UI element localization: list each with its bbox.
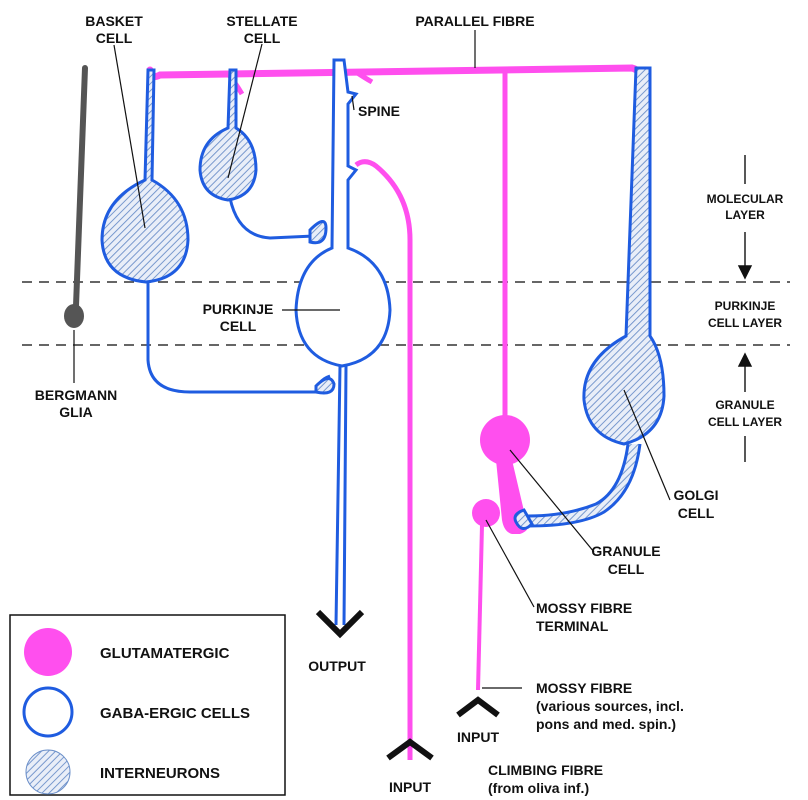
mossy-fibre-label-2: (various sources, incl.	[536, 698, 684, 714]
bergmann-glia-label-2: GLIA	[59, 404, 92, 420]
legend-glutamatergic-label: GLUTAMATERGIC	[100, 645, 230, 662]
purkinje-cell-label-2: CELL	[220, 318, 257, 334]
bergmann-glia-label-1: BERGMANN	[35, 387, 117, 403]
legend-interneurons-label: INTERNEURONS	[100, 765, 220, 782]
stellate-cell	[200, 70, 326, 243]
stellate-cell-label-1: STELLATE	[226, 13, 297, 29]
output-label: OUTPUT	[308, 658, 366, 674]
purkinje-cell	[296, 60, 390, 634]
granule-cell-label-2: CELL	[608, 561, 645, 577]
stellate-cell-label-2: CELL	[244, 30, 281, 46]
granule-layer-label-1: GRANULE	[715, 398, 774, 412]
climbing-input-label: INPUT	[389, 779, 431, 795]
legend-gaba-swatch	[24, 688, 72, 736]
legend-interneurons-swatch	[26, 750, 70, 794]
purkinje-cell-label-1: PURKINJE	[203, 301, 274, 317]
golgi-cell-label-2: CELL	[678, 505, 715, 521]
parallel-fibre	[150, 68, 640, 420]
mossy-terminal-label-1: MOSSY FIBRE	[536, 600, 632, 616]
golgi-cell	[515, 68, 664, 529]
climbing-fibre-label-2: (from oliva inf.)	[488, 780, 589, 796]
climbing-fibre	[356, 162, 432, 760]
granule-layer-label-2: CELL LAYER	[708, 415, 782, 429]
mossy-fibre-label-3: pons and med. spin.)	[536, 716, 676, 732]
basket-cell-label-2: CELL	[96, 30, 133, 46]
mossy-fibre-label-1: MOSSY FIBRE	[536, 680, 632, 696]
mossy-terminal-label-2: TERMINAL	[536, 618, 609, 634]
molecular-layer-label-2: LAYER	[725, 208, 765, 222]
granule-cell-label-1: GRANULE	[591, 543, 660, 559]
spine-label: SPINE	[358, 103, 400, 119]
climbing-fibre-label-1: CLIMBING FIBRE	[488, 762, 603, 778]
leader-lines	[114, 30, 670, 688]
purkinje-layer-label-2: CELL LAYER	[708, 316, 782, 330]
legend-glutamatergic-swatch	[24, 628, 72, 676]
basket-cell-label-1: BASKET	[85, 13, 143, 29]
bergmann-glia	[64, 68, 85, 383]
legend: GLUTAMATERGIC GABA-ERGIC CELLS INTERNEUR…	[10, 615, 285, 795]
golgi-cell-label-1: GOLGI	[673, 487, 718, 503]
parallel-fibre-label: PARALLEL FIBRE	[415, 13, 534, 29]
mossy-fibre	[458, 499, 500, 715]
purkinje-layer-label-1: PURKINJE	[715, 299, 776, 313]
mossy-input-label: INPUT	[457, 729, 499, 745]
molecular-layer-label-1: MOLECULAR	[707, 192, 784, 206]
legend-gaba-label: GABA-ERGIC CELLS	[100, 705, 250, 722]
